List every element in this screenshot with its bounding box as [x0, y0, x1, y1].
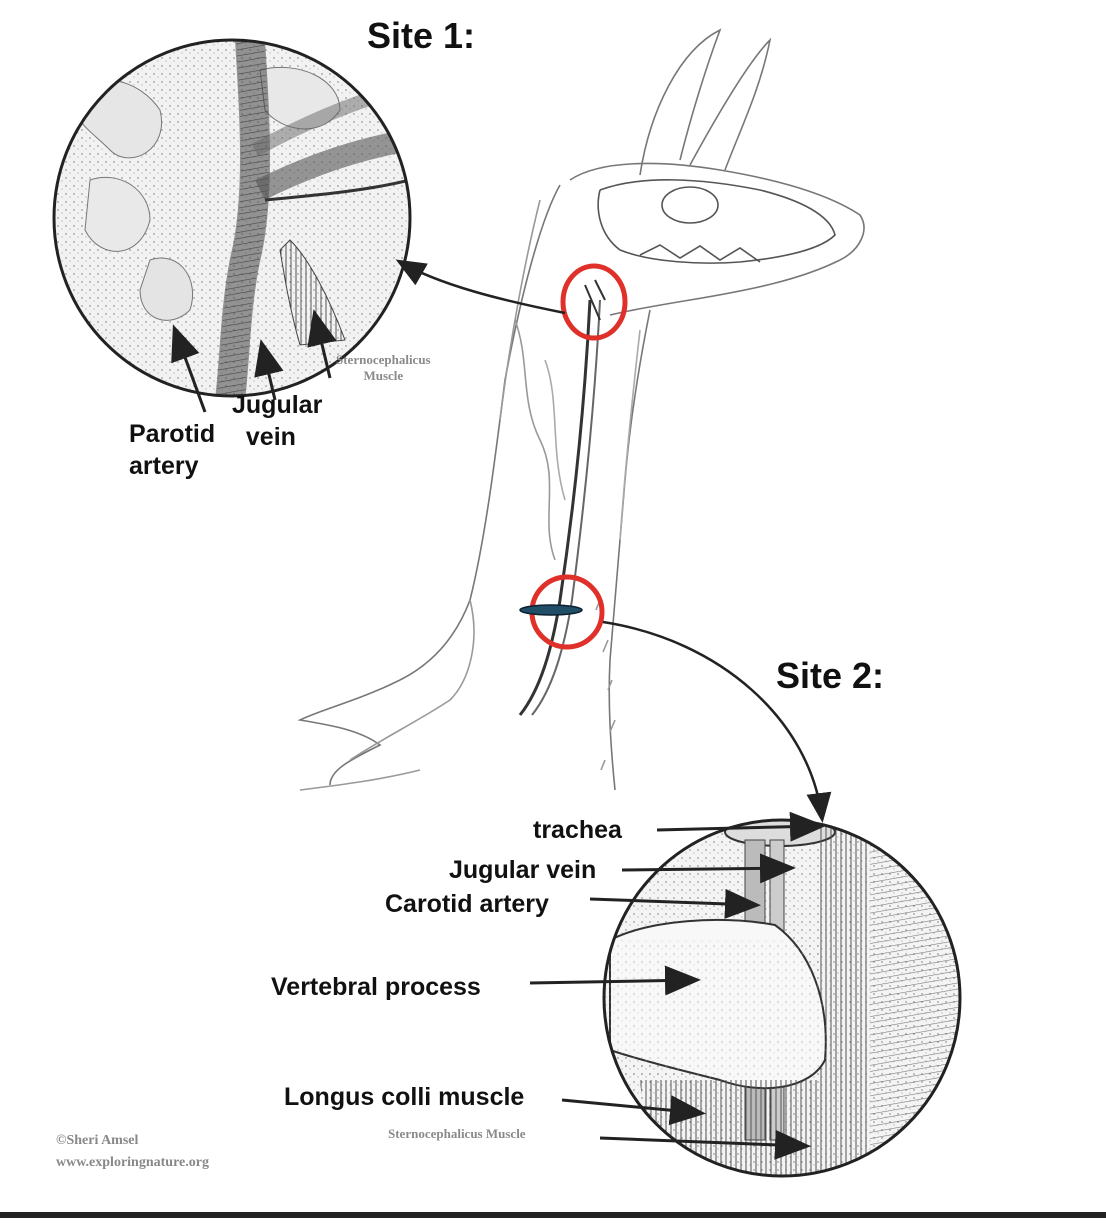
- parotid-artery-label: Parotid artery: [129, 418, 215, 482]
- site1-jugular-vein-label: Jugular vein: [232, 389, 322, 453]
- trachea-label: trachea: [533, 814, 622, 846]
- site2-jugular-vein-label: Jugular vein: [449, 854, 596, 886]
- site2-title: Site 2:: [776, 656, 884, 696]
- site1-title: Site 1:: [367, 16, 475, 56]
- needle-mark: [520, 605, 582, 615]
- longus-colli-label: Longus colli muscle: [284, 1081, 524, 1113]
- vertebral-process-label: Vertebral process: [271, 971, 481, 1003]
- site1-marker: [563, 266, 625, 338]
- site1-magnifier: [50, 40, 420, 400]
- site1-sternocephalicus-label: Sternocephalicus Muscle: [336, 352, 431, 384]
- site2-magnifier: [600, 818, 960, 1180]
- bottom-divider: [0, 1212, 1106, 1218]
- carotid-artery-label: Carotid artery: [385, 888, 549, 920]
- site2-sternocephalicus-label: Sternocephalicus Muscle: [388, 1126, 526, 1142]
- copyright-credit: ©Sheri Amsel www.exploringnature.org: [56, 1130, 209, 1174]
- neck-vessels: [520, 300, 600, 715]
